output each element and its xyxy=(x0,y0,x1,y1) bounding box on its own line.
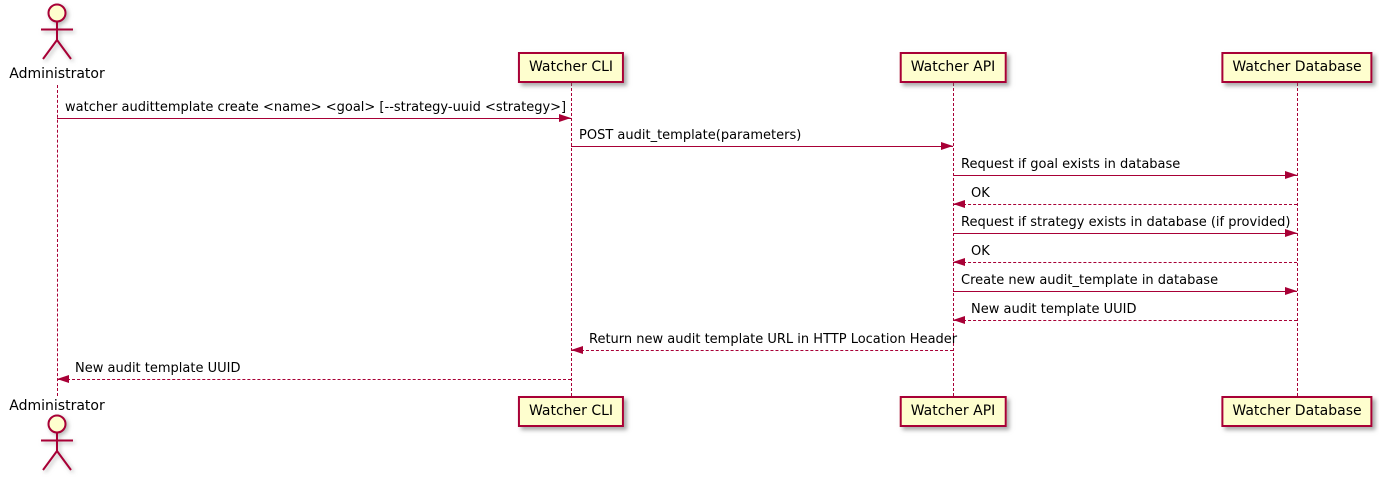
message-line-1 xyxy=(57,118,571,119)
actor-label-top-administrator: Administrator xyxy=(9,66,105,82)
message-line-4 xyxy=(953,204,1297,205)
message-line-3 xyxy=(953,175,1297,176)
participant-box-bottom-watcher-database: Watcher Database xyxy=(1221,396,1373,427)
message-arrowhead-1 xyxy=(559,114,571,122)
message-arrowhead-8 xyxy=(953,316,965,324)
message-label-7: Create new audit_template in database xyxy=(961,273,1219,288)
message-arrowhead-2 xyxy=(941,142,953,150)
actor-figure-icon-administrator xyxy=(41,414,73,471)
message-label-8: New audit template UUID xyxy=(971,302,1137,317)
message-line-2 xyxy=(571,146,953,147)
message-label-5: Request if strategy exists in database (… xyxy=(961,215,1291,230)
participant-box-top-watcher-cli: Watcher CLI xyxy=(517,52,625,83)
message-arrowhead-3 xyxy=(1285,171,1297,179)
message-line-5 xyxy=(953,233,1297,234)
lifeline-watcher-api xyxy=(953,83,954,396)
message-arrowhead-10 xyxy=(57,375,69,383)
message-line-9 xyxy=(571,350,953,351)
message-line-6 xyxy=(953,262,1297,263)
participant-box-top-watcher-api: Watcher API xyxy=(899,52,1007,83)
lifeline-watcher-cli xyxy=(571,83,572,396)
participant-box-bottom-watcher-cli: Watcher CLI xyxy=(517,396,625,427)
message-arrowhead-9 xyxy=(571,346,583,354)
participant-box-top-watcher-database: Watcher Database xyxy=(1221,52,1373,83)
message-label-9: Return new audit template URL in HTTP Lo… xyxy=(589,332,958,347)
participant-box-bottom-watcher-api: Watcher API xyxy=(899,396,1007,427)
message-arrowhead-6 xyxy=(953,258,965,266)
lifeline-administrator xyxy=(57,85,58,396)
message-line-8 xyxy=(953,320,1297,321)
message-label-1: watcher audittemplate create <name> <goa… xyxy=(65,100,567,115)
message-label-6: OK xyxy=(971,244,990,259)
message-label-2: POST audit_template(parameters) xyxy=(579,128,802,143)
actor-figure-icon-administrator xyxy=(41,3,73,60)
lifeline-watcher-database xyxy=(1297,83,1298,396)
message-line-10 xyxy=(57,379,571,380)
message-label-3: Request if goal exists in database xyxy=(961,157,1181,172)
message-label-4: OK xyxy=(971,186,990,201)
message-line-7 xyxy=(953,291,1297,292)
message-arrowhead-5 xyxy=(1285,229,1297,237)
message-arrowhead-4 xyxy=(953,200,965,208)
message-label-10: New audit template UUID xyxy=(75,361,241,376)
actor-label-bottom-administrator: Administrator xyxy=(9,398,105,414)
message-arrowhead-7 xyxy=(1285,287,1297,295)
